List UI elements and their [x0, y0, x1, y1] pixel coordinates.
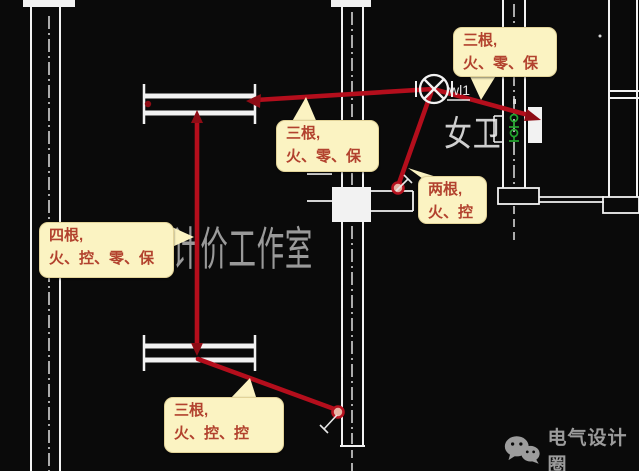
callout-three-wires-middle: 三根, 火、零、保	[276, 120, 379, 172]
wires	[194, 86, 535, 413]
callout-line2: 火、控、控	[174, 424, 250, 442]
wall-cap	[23, 0, 75, 7]
callout-line1: 两根,	[428, 181, 463, 198]
speck	[513, 99, 516, 104]
room-label: 女卫	[444, 115, 502, 154]
callout-line1: 三根,	[286, 125, 321, 142]
callout-line1: 四根,	[49, 227, 84, 244]
callout-line1: 三根,	[174, 402, 209, 419]
wall-switch-icon	[395, 174, 413, 192]
callout-two-wires: 两根, 火、控	[418, 176, 487, 224]
callout-line2: 火、零、保	[463, 54, 539, 72]
window-symbol-bottom	[142, 335, 257, 371]
callout-line2: 火、控	[428, 203, 474, 221]
wire-lamp-down	[395, 90, 434, 189]
callout-line2: 火、控、零、保	[49, 249, 155, 267]
column-square	[332, 187, 371, 222]
wall-footing	[602, 196, 639, 214]
wire-endpoint-dot	[331, 405, 345, 419]
brand-watermark-text: 电气设计圈	[547, 428, 628, 471]
switch-symbol-green-icon	[509, 113, 519, 142]
wechat-icon	[504, 436, 540, 464]
wire-arrowheads	[144, 94, 541, 356]
ceiling-lamp-icon	[415, 73, 453, 105]
brand-watermark: 电气设计圈	[503, 423, 639, 471]
wall-footing	[497, 187, 540, 205]
wire-lamp-to-switch	[430, 86, 535, 119]
wire-lintel-to-lamp	[253, 86, 436, 103]
callout-four-wires: 四根, 火、控、零、保	[39, 222, 174, 278]
callout-three-wires-bottom: 三根, 火、控、控	[164, 397, 284, 453]
fixture-label: wl1	[449, 82, 471, 98]
wire-bottom-diagonal	[195, 356, 340, 413]
callout-line1: 三根,	[463, 32, 498, 49]
wall-switch-icon	[319, 414, 338, 434]
callout-three-wires-top: 三根, 火、零、保	[453, 27, 557, 77]
callout-line2: 火、零、保	[286, 147, 362, 165]
wall-cap	[331, 0, 371, 7]
speck	[598, 34, 602, 38]
